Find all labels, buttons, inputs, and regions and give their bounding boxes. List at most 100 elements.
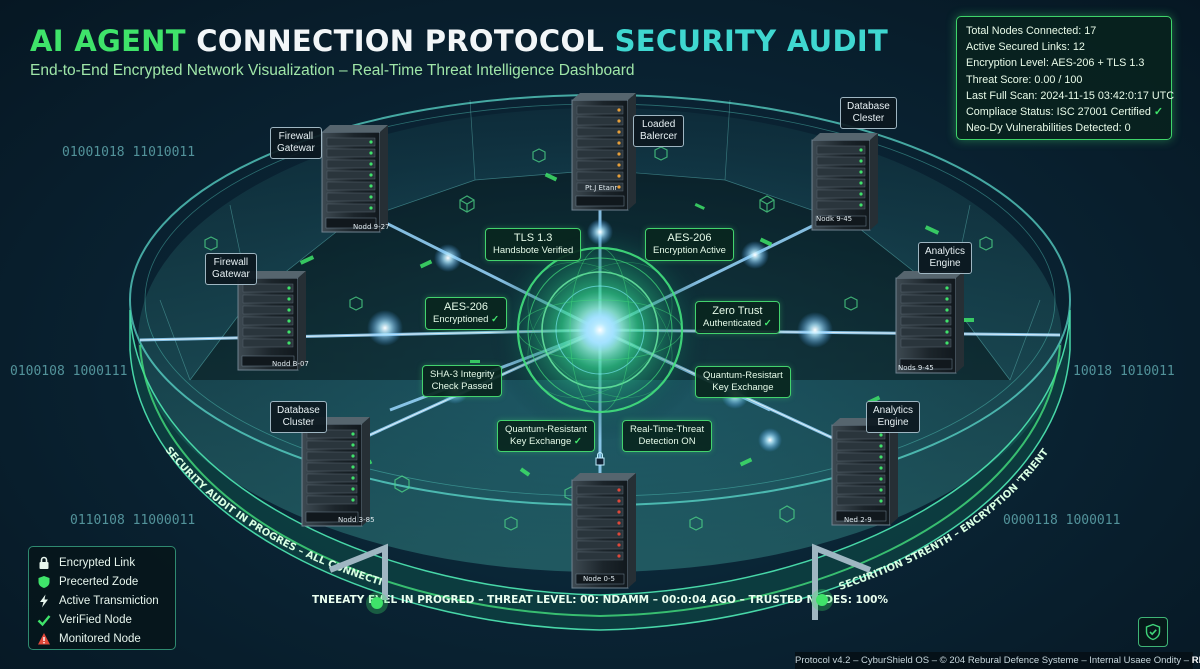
conn-label-title: Quantum-Resistant xyxy=(505,424,587,435)
conn-label-aes-encryption[interactable]: AES-206 Encryption Active xyxy=(645,228,734,261)
conn-label-title: Real-Time-Threat xyxy=(630,424,705,435)
conn-label-quantum-bottom[interactable]: Quantum-Resistant Key Exchange ✓ xyxy=(497,420,595,452)
page-title: AI AGENT CONNECTION PROTOCOL SECURITY AU… xyxy=(30,24,888,58)
conn-label-realtime-threat[interactable]: Real-Time-Threat Detection ON xyxy=(622,420,713,452)
conn-label-sub: Handsbote Verified xyxy=(493,245,574,256)
legend-item-protected-zone: Precerted Zode xyxy=(37,572,167,591)
stat-encryption-level: Encryption Level: AES-206 + TLS 1.3 xyxy=(966,57,1145,70)
title-part-connection-protocol: CONNECTION PROTOCOL xyxy=(196,24,605,58)
server-tag-analytics-mid: Nods 9-45 xyxy=(898,364,934,372)
legend-item-encrypted-link: Encrypted Link xyxy=(37,553,167,572)
check-icon: ✓ xyxy=(763,318,772,329)
label-analytics-engine-low[interactable]: Analytics Engine xyxy=(866,401,921,433)
binary-left-low: 0110108 11000011 xyxy=(70,513,196,528)
server-group xyxy=(237,93,964,589)
footer-text: Protocol v4.2 – CyburShield OS – © 204 R… xyxy=(795,655,1190,666)
conn-label-sub: Encryption Active xyxy=(653,245,726,256)
core-flare xyxy=(578,308,622,352)
label-firewall-gateway-mid[interactable]: Firewall Gatewar xyxy=(205,253,257,285)
lock-icon xyxy=(39,556,49,569)
server-firewall-top[interactable] xyxy=(321,125,388,233)
label-line: Gatewar xyxy=(212,269,250,280)
binary-left-mid: 0100108 1000111 xyxy=(10,364,128,379)
conn-label-sub-text: Authenticated xyxy=(703,318,762,329)
title-part-ai-agent: AI AGENT xyxy=(30,24,186,58)
stat-compliance-text: Compliace Status: ISC 27001 Certified xyxy=(966,106,1151,119)
conn-label-sha3[interactable]: SHA-3 Integrity Check Passed xyxy=(422,365,503,397)
server-database-left[interactable] xyxy=(301,417,370,527)
footer-bar: Protocol v4.2 – CyburShield OS – © 204 R… xyxy=(795,652,1200,669)
stat-threat-score: Threat Score: 0.00 / 100 xyxy=(966,73,1083,86)
label-line: Gatewar xyxy=(277,143,315,154)
security-shield-button[interactable] xyxy=(1138,617,1168,647)
conn-label-aes-left[interactable]: AES-206 Encryptioned ✓ xyxy=(425,297,508,330)
legend-label: Active Transmiction xyxy=(59,594,159,607)
server-tag-load-balancer: Pt.J Etanr xyxy=(585,184,618,192)
check-icon: ✓ xyxy=(491,314,500,325)
conn-label-title: AES-206 xyxy=(444,301,489,313)
conn-label-zero-trust[interactable]: Zero Trust Authenticated ✓ xyxy=(695,301,780,334)
legend-item-verified-node: VeriFied Node xyxy=(37,610,167,629)
server-database-top[interactable] xyxy=(811,133,878,231)
stat-active-links: Active Secured Links: 12 xyxy=(966,41,1085,54)
conn-label-sub: Key Exchange xyxy=(712,382,774,393)
server-bottom[interactable] xyxy=(571,473,636,589)
legend-label: Encrypted Link xyxy=(59,556,136,569)
server-analytics-mid[interactable] xyxy=(895,271,964,374)
label-firewall-gateway-top[interactable]: Firewall Gatewar xyxy=(270,127,322,159)
server-analytics-low[interactable] xyxy=(831,418,898,526)
label-load-balancer[interactable]: Loaded Balercer xyxy=(633,115,685,147)
binary-right-mid: 10018 1010011 xyxy=(1073,364,1175,379)
label-line: Firewall xyxy=(278,131,314,142)
beam-lock-icons xyxy=(595,452,605,466)
binary-right-low: 0000118 1000011 xyxy=(1003,513,1121,528)
legend-label: VeriFied Node xyxy=(59,613,132,626)
label-line: Analytics xyxy=(873,405,914,416)
legend-item-active-transmission: Active Transmiction xyxy=(37,591,167,610)
binary-left-top: 01001018 11010011 xyxy=(62,145,196,160)
conn-label-tls[interactable]: TLS 1.3 Handsbote Verified xyxy=(485,228,582,261)
label-analytics-engine-mid[interactable]: Analytics Engine xyxy=(918,242,973,274)
legend-label: Precerted Zode xyxy=(59,575,139,588)
server-tag-database-top: Nodk 9-45 xyxy=(816,215,853,223)
stats-panel: Total Nodes Connected: 17 Active Secured… xyxy=(956,16,1174,140)
label-line: Database xyxy=(847,101,890,112)
label-line: Engine xyxy=(929,258,961,269)
ring-text-front: TNEEATY EVEL IN PROGRED – THREAT LEVEL: … xyxy=(312,594,888,606)
conn-label-title: SHA-3 Integrity xyxy=(430,369,495,380)
page-subtitle: End-to-End Encrypted Network Visualizati… xyxy=(30,62,635,79)
server-tag-analytics-low: Ned 2-9 xyxy=(844,516,872,524)
server-tag-firewall-mid: Nodd B-07 xyxy=(272,360,309,368)
label-line: Cluster xyxy=(282,417,315,428)
legend-item-monitored-node: Monitored Node xyxy=(37,629,167,648)
label-line: Balercer xyxy=(640,131,678,142)
warning-icon xyxy=(38,632,50,644)
ring-front-band xyxy=(129,309,1071,631)
label-line: Loaded xyxy=(641,119,676,130)
conn-label-title: Zero Trust xyxy=(712,305,763,317)
stat-compliance: Compliace Status: ISC 27001 Certified ✓ xyxy=(966,104,1163,120)
server-tag-firewall-top: Nodd 9-27 xyxy=(353,223,390,231)
label-database-cluster-left[interactable]: Database Cluster xyxy=(270,401,327,433)
conn-label-sub: Encryptioned ✓ xyxy=(433,314,499,326)
server-firewall-mid[interactable] xyxy=(237,271,306,371)
conn-label-sub: Detection ON xyxy=(638,436,696,447)
bolt-icon xyxy=(40,594,48,607)
label-line: Engine xyxy=(877,417,909,428)
server-load-balancer[interactable] xyxy=(571,93,636,211)
label-database-cluster-top[interactable]: Database Clester xyxy=(840,97,897,129)
stat-vulnerabilities: Neo-Dy Vulnerabilities Detected: 0 xyxy=(966,122,1131,135)
corner-brackets xyxy=(328,543,872,620)
label-line: Clester xyxy=(852,113,885,124)
conn-label-sub: Authenticated ✓ xyxy=(703,318,772,330)
check-icon: ✓ xyxy=(1153,106,1163,119)
label-line: Analytics xyxy=(925,246,966,257)
conn-label-sub: Key Exchange ✓ xyxy=(505,436,587,448)
conn-label-quantum-right[interactable]: Quantum-Resistart Key Exchange xyxy=(695,366,791,398)
conn-label-sub-text: Encryptioned xyxy=(433,314,489,325)
shield-check-icon xyxy=(1145,623,1161,641)
title-part-security-audit: SECURITY AUDIT xyxy=(614,24,889,58)
footer-restricted: RESTRICTED xyxy=(1191,655,1200,666)
server-tag-bottom: Node 0-5 xyxy=(583,575,615,583)
conn-label-title: Quantum-Resistart xyxy=(703,370,783,381)
